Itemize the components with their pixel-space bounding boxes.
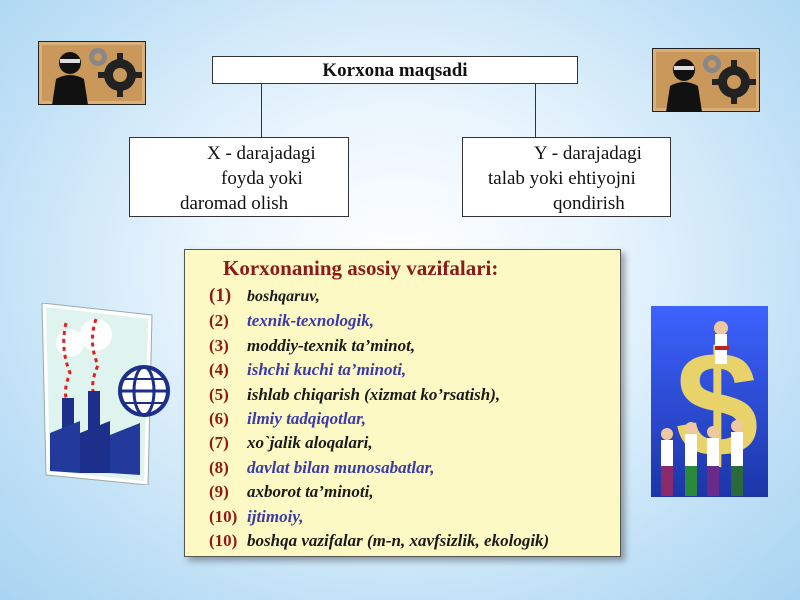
task-number: (8) <box>209 457 229 477</box>
y-level-line-1: Y - darajadagi <box>534 143 642 164</box>
x-level-line-2: foyda yoki <box>221 168 303 189</box>
task-item: (2) texnik-texnologik, <box>209 309 549 333</box>
task-number: (10) <box>209 531 238 551</box>
connector-line-right <box>535 84 536 137</box>
task-number: (10) <box>209 506 238 526</box>
task-text: texnik-texnologik, <box>247 311 375 331</box>
task-number: (6) <box>209 409 229 429</box>
task-text: boshqa vazifalar (m-n, xavfsizlik, ekolo… <box>247 531 550 551</box>
x-level-box: X - darajadagi foyda yoki daromad olish <box>129 137 349 217</box>
task-text: davlat bilan munosabatlar, <box>247 457 435 477</box>
tasks-box: Korxonaning asosiy vazifalari: (1) boshqa… <box>184 249 621 557</box>
task-text: ishchi kuchi ta’minoti, <box>247 360 407 380</box>
task-number: (3) <box>209 335 229 355</box>
task-text: boshqaruv, <box>247 288 320 305</box>
task-item: (9) axborot ta’minoti, <box>209 480 549 504</box>
task-text: moddiy-texnik ta’minot, <box>247 335 416 355</box>
factory-globe-icon <box>40 302 170 486</box>
task-number: (2) <box>209 311 229 331</box>
task-item: (10) ijtimoiy, <box>209 505 549 529</box>
task-text: xo`jalik aloqalari, <box>247 433 373 453</box>
title-text: Korxona maqsadi <box>322 60 468 81</box>
person-gears-icon <box>651 47 761 113</box>
x-level-line-3: daromad olish <box>180 193 289 214</box>
tasks-list: (1) boshqaruv, (2) texnik-texnologik, (3) mod… <box>209 284 549 553</box>
y-level-line-3: qondirish <box>553 193 625 214</box>
task-item: (5) ishlab chiqarish (xizmat ko’rsatish), <box>209 383 549 407</box>
task-text: ijtimoiy, <box>247 506 304 526</box>
task-item: (1) boshqaruv, <box>209 284 549 309</box>
y-level-box: Y - darajadagi talab yoki ehtiyojni qond… <box>462 137 671 217</box>
connector-line-left <box>261 84 262 137</box>
person-gears-icon <box>37 40 147 106</box>
task-number: (5) <box>209 384 229 404</box>
task-number: (9) <box>209 482 229 502</box>
task-number: (4) <box>209 360 229 380</box>
task-text: axborot ta’minoti, <box>247 482 374 502</box>
task-item: (10) boshqa vazifalar (m-n, xavfsizlik, e… <box>209 529 549 553</box>
task-text: ilmiy tadqiqotlar, <box>247 409 367 429</box>
tasks-heading: Korxonaning asosiy vazifalari: <box>223 256 499 280</box>
task-item: (4) ishchi kuchi ta’minoti, <box>209 358 549 382</box>
y-level-line-2: talab yoki ehtiyojni <box>488 168 636 189</box>
task-number: (7) <box>209 433 229 453</box>
task-text: ishlab chiqarish (xizmat ko’rsatish), <box>247 384 501 404</box>
task-item: (7) xo`jalik aloqalari, <box>209 431 549 455</box>
task-number: (1) <box>209 285 232 306</box>
title-box: Korxona maqsadi <box>212 56 578 84</box>
task-item: (6) ilmiy tadqiqotlar, <box>209 407 549 431</box>
task-item: (3) moddiy-texnik ta’minot, <box>209 334 549 358</box>
task-item: (8) davlat bilan munosabatlar, <box>209 456 549 480</box>
x-level-line-1: X - darajadagi <box>207 143 316 164</box>
business-people-dollar-icon: $ <box>651 306 768 497</box>
